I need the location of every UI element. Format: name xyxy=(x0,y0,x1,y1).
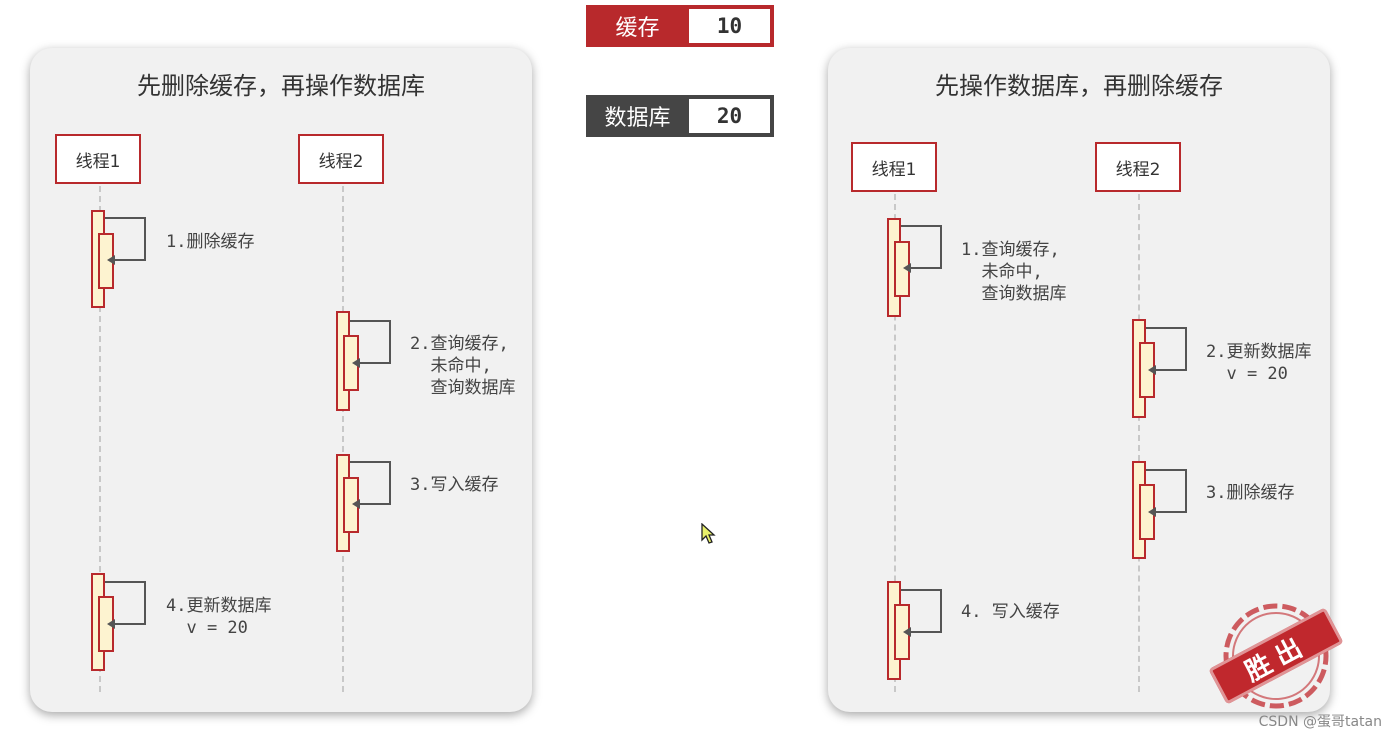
right-step3-arrow xyxy=(1146,469,1187,517)
right-step2-arrow xyxy=(1146,327,1187,375)
left-step3-arrow xyxy=(350,461,391,509)
left-step4-arrow xyxy=(105,581,146,629)
legend-db: 数据库 20 xyxy=(586,95,774,137)
right-thread1-box: 线程1 xyxy=(851,142,937,192)
left-thread1-box: 线程1 xyxy=(55,134,141,184)
legend-db-label: 数据库 xyxy=(604,106,671,131)
left-step1-label: 1.删除缓存 xyxy=(166,232,255,252)
left-thread2-box: 线程2 xyxy=(298,134,384,184)
left-step4-label: 4.更新数据库 v = 20 xyxy=(166,596,272,638)
right-thread2-box: 线程2 xyxy=(1095,142,1181,192)
left-step1-arrow xyxy=(105,217,146,265)
right-diagram-panel: 先操作数据库，再删除缓存 线程1 线程2 1.查询缓存, 未命中, 查询数据库 … xyxy=(828,48,1344,712)
left-panel-title: 先删除缓存，再操作数据库 xyxy=(137,72,425,100)
right-step2-label: 2.更新数据库 v = 20 xyxy=(1206,342,1312,384)
legend-cache-value: 10 xyxy=(689,9,770,43)
left-diagram-panel: 先删除缓存，再操作数据库 线程1 线程2 1.删除缓存 2.查询缓存, 未命中,… xyxy=(30,48,532,712)
right-step4-label: 4. 写入缓存 xyxy=(961,602,1060,622)
legend-cache: 缓存 10 xyxy=(586,5,774,47)
winner-stamp-icon: 胜出 xyxy=(1195,575,1357,737)
right-thread1-lifeline xyxy=(894,194,896,692)
right-step4-arrow xyxy=(901,589,942,637)
left-thread2-lifeline xyxy=(342,186,344,692)
csdn-watermark: CSDN @蛋哥tatan xyxy=(1258,714,1382,730)
legend-cache-label: 缓存 xyxy=(615,16,660,41)
right-thread2-lifeline xyxy=(1138,194,1140,692)
left-step2-arrow xyxy=(350,320,391,368)
right-panel-title: 先操作数据库，再删除缓存 xyxy=(935,72,1223,100)
right-step3-label: 3.删除缓存 xyxy=(1206,483,1295,503)
left-step3-label: 3.写入缓存 xyxy=(410,475,499,495)
right-step1-arrow xyxy=(901,225,942,273)
left-step2-label: 2.查询缓存, 未命中, 查询数据库 xyxy=(410,334,516,398)
left-thread1-lifeline xyxy=(99,186,101,692)
legend-db-value: 20 xyxy=(689,99,770,133)
right-step1-label: 1.查询缓存, 未命中, 查询数据库 xyxy=(961,240,1067,304)
mouse-pointer-icon xyxy=(701,523,716,544)
